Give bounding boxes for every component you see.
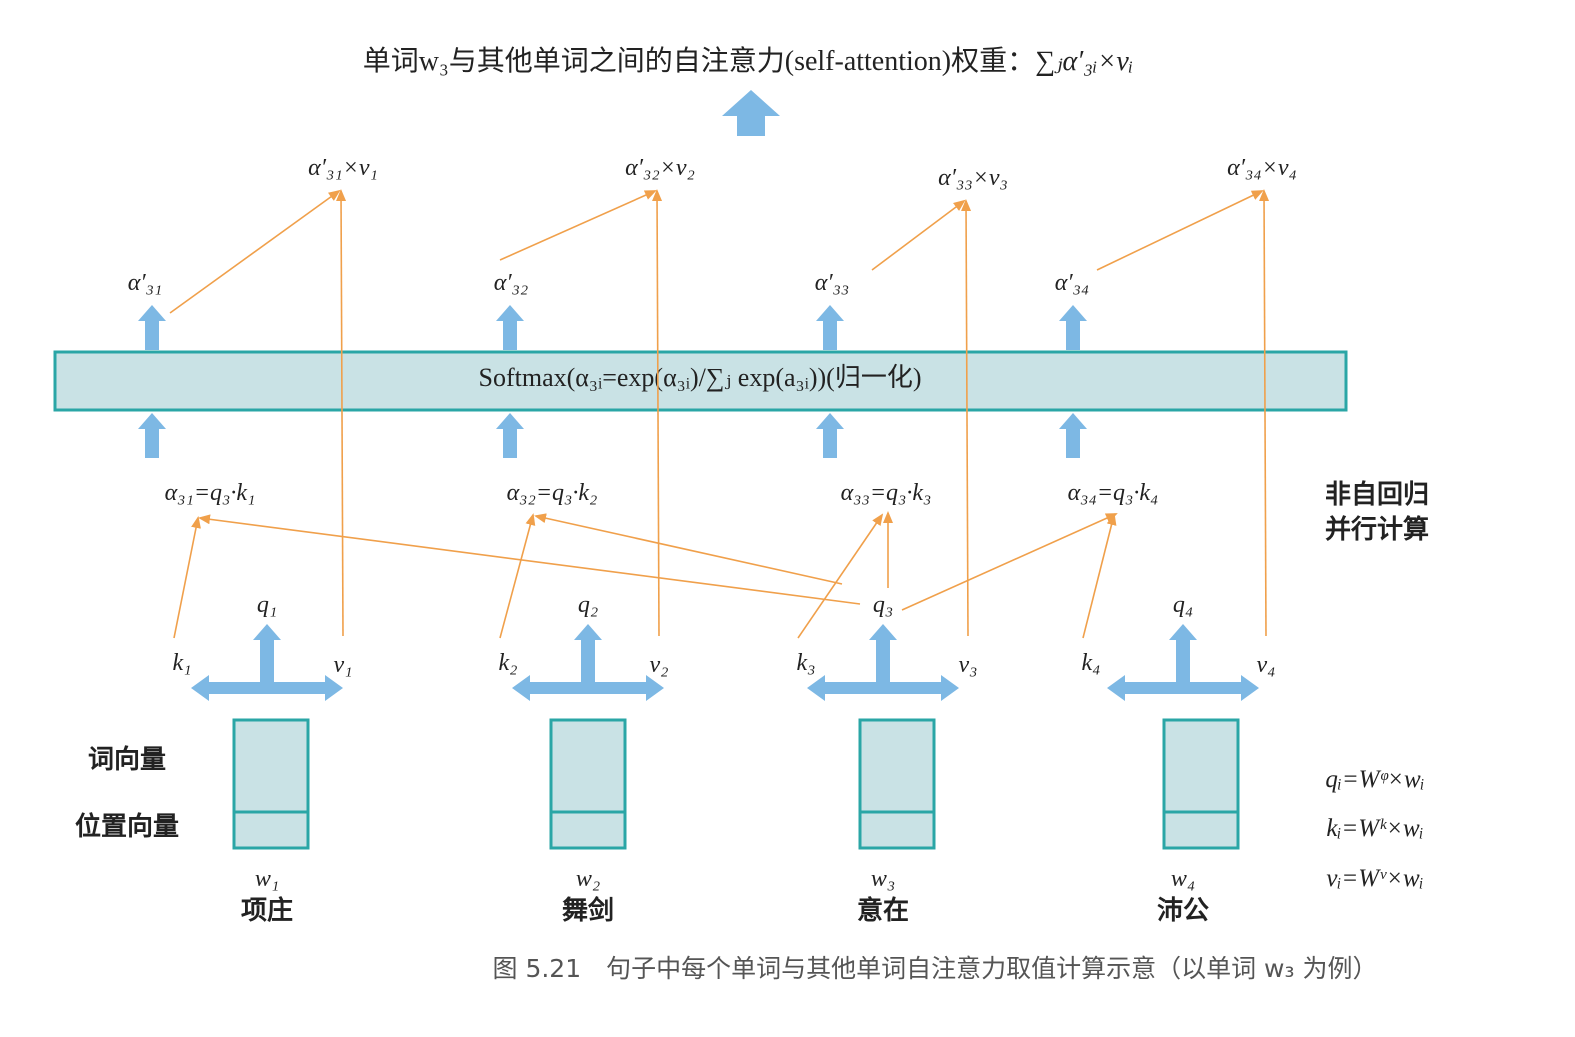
k-to-score-line-1: [173, 516, 201, 639]
word-symbol-3: w₃: [871, 866, 895, 892]
q-label-4: q₄: [1173, 592, 1193, 618]
q-arrow-icon-2: [574, 624, 602, 692]
k-label-3: k₃: [797, 650, 816, 676]
norm-up-arrow-icon-3: [816, 305, 844, 350]
norm-to-weighted-line-4: [1096, 190, 1264, 271]
score-up-arrow-icon-3: [816, 413, 844, 458]
score-label-1: α₃₁=q₃·k₁: [165, 480, 256, 506]
v-label-3: v₃: [959, 652, 978, 678]
norm-label-2: α′₃₂: [494, 270, 529, 296]
position-vector-label: 位置向量: [75, 811, 179, 842]
word-symbol-4: w₄: [1171, 866, 1195, 892]
columns-group: w₁ 项庄 k₁ v₁ q₁ α₃₁=q₃·k₁ α′₃₁ α′₃₁×v₁ w₂ 舞剑 k₂ v₂ q₂…: [128, 155, 1297, 926]
score-label-3: α₃₃=q₃·k₃: [841, 480, 932, 506]
v-label-1: v₁: [334, 652, 353, 678]
v-label-2: v₂: [650, 652, 669, 678]
q-arrow-icon-4: [1169, 624, 1197, 692]
weighted-label-2: α′₃₂×v₂: [625, 155, 695, 181]
embedding-box-3: [858, 718, 936, 850]
q-label-2: q₂: [578, 592, 598, 618]
norm-up-arrow-icon-4: [1059, 305, 1087, 350]
norm-up-arrow-icon-2: [496, 305, 524, 350]
score-label-2: α₃₂=q₃·k₂: [507, 480, 598, 506]
k-label-2: k₂: [499, 650, 518, 676]
norm-up-arrow-icon-1: [138, 305, 166, 350]
formula-k: kᵢ=Wᵏ×wᵢ: [1326, 815, 1423, 842]
softmax-label: Softmax(α₃ᵢ=exp(α₃ᵢ)/∑ⱼ exp(a₃ᵢ))(归一化): [479, 363, 922, 392]
score-up-arrow-icon-2: [496, 413, 524, 458]
norm-to-weighted-line-3: [871, 199, 966, 271]
score-up-arrow-icon-1: [138, 413, 166, 458]
title-text: 单词w₃与其他单词之间的自注意力(self-attention)权重：: [363, 45, 1035, 77]
word-vector-label: 词向量: [88, 744, 166, 775]
q3-to-score-line-1: [198, 514, 861, 605]
embedding-box-1: [232, 718, 310, 850]
norm-label-4: α′₃₄: [1055, 270, 1090, 296]
score-up-arrow-icon-4: [1059, 413, 1087, 458]
side-note-line2: 并行计算: [1325, 514, 1429, 545]
k-label-1: k₁: [173, 650, 192, 676]
norm-to-weighted-line-2: [499, 190, 657, 261]
v-to-weighted-line-3: [961, 199, 972, 637]
v-to-weighted-line-4: [1259, 189, 1270, 637]
norm-label-1: α′₃₁: [128, 270, 163, 296]
diagram-title: 单词w₃与其他单词之间的自注意力(self-attention)权重：∑ⱼα′₃…: [363, 45, 1133, 77]
side-note-line1: 非自回归: [1325, 479, 1429, 510]
embedding-box-4: [1162, 718, 1240, 850]
word-symbol-1: w₁: [255, 866, 279, 892]
weighted-label-1: α′₃₁×v₁: [308, 155, 378, 181]
q3-to-score-line-2: [534, 513, 843, 585]
embedding-box-2: [549, 718, 627, 850]
v-to-weighted-line-1: [336, 189, 347, 637]
title-formula: ∑ⱼα′₃ᵢ×vᵢ: [1035, 46, 1133, 77]
formula-v: vᵢ=Wᵛ×wᵢ: [1326, 865, 1423, 892]
norm-label-3: α′₃₃: [815, 270, 850, 296]
weighted-label-4: α′₃₄×v₄: [1227, 155, 1297, 181]
norm-to-weighted-line-1: [169, 189, 341, 314]
word-text-1: 项庄: [241, 895, 293, 926]
weighted-label-3: α′₃₃×v₃: [938, 165, 1008, 191]
v-label-4: v₄: [1257, 652, 1276, 678]
v-to-weighted-line-2: [652, 189, 663, 637]
word-text-3: 意在: [857, 895, 909, 926]
word-text-4: 沛公: [1157, 896, 1209, 926]
formula-q: qᵢ=Wᵠ×wᵢ: [1325, 766, 1424, 793]
softmax-layer-box: [53, 350, 1348, 412]
score-label-4: α₃₄=q₃·k₄: [1068, 480, 1159, 506]
word-text-2: 舞剑: [562, 895, 614, 926]
k-to-score-line-4: [1082, 513, 1117, 639]
k-label-4: k₄: [1082, 650, 1101, 676]
top-output-arrow-icon: [722, 90, 780, 136]
q3-to-score-line-4: [901, 513, 1118, 611]
word-symbol-2: w₂: [576, 866, 600, 892]
q-label-1: q₁: [257, 592, 277, 618]
k-to-score-line-3: [797, 513, 884, 639]
q-arrow-icon-3: [869, 624, 897, 692]
q-arrow-icon-1: [253, 624, 281, 692]
figure-caption: 图 5.21 句子中每个单词与其他单词自注意力取值计算示意（以单词 w₃ 为例）: [493, 954, 1378, 983]
k-to-score-line-2: [499, 513, 536, 639]
q-label-3: q₃: [873, 592, 893, 618]
